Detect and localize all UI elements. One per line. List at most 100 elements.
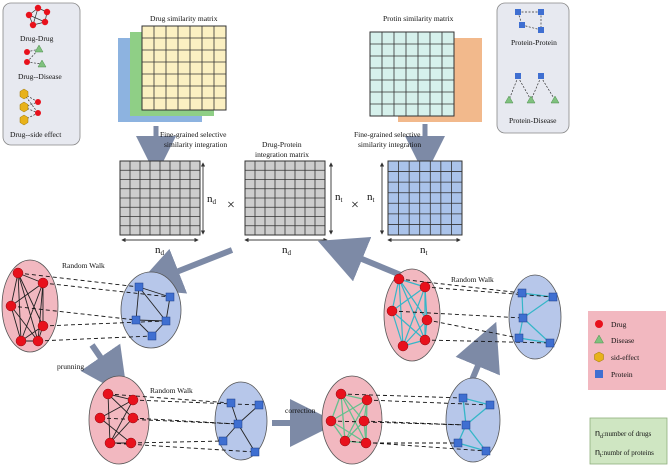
protein-node-icon [595,370,603,378]
fine-grained-right-line1: Fine-grained selective [354,130,421,139]
protein-node [518,313,528,323]
protein-node [147,331,157,341]
drug-similarity-matrix [141,25,227,111]
drug-node [419,334,431,346]
protein-node [548,292,558,302]
nt-notation: nt:numbr of proteins [595,447,654,459]
legend-disease-label: Disease [611,336,635,345]
fine-grained-left-line2: similarity integration [164,140,227,149]
drug-node [386,305,398,317]
graph-random-walk-2 [88,375,268,465]
multiply-sign-left: × [227,198,235,213]
dim-nt-left-right: nt [367,191,375,204]
drug-node [335,388,347,400]
protein-node [161,316,171,326]
integration-title-line2: integration matrix [255,150,309,159]
disease-node-icon [594,334,604,344]
drug-node [125,437,137,449]
drug-node [325,415,337,427]
fine-grained-right-line2: similarity integration [358,140,421,149]
nd-notation: nd:number of drugs [595,428,652,440]
drug-node [15,335,27,347]
random-walk-label-1: Random Walk [62,261,105,270]
protein-node [131,315,141,325]
protein-node [233,419,243,429]
drug-node [361,394,373,406]
drug-node [419,281,431,293]
protein-protein-icon [515,9,544,33]
protein-node [517,288,527,298]
protein-node [218,436,228,446]
random-walk-label-3: Random Walk [451,275,494,284]
graph-correction [321,375,501,465]
legend-protein-label: Protein [611,370,633,379]
protein-disease-icon [504,73,560,104]
drug-disease-label: Drug--Disease [18,72,62,81]
drug-relations-box: Drug-Drug Drug--Disease Drug--side effec… [2,2,81,146]
drug-node [339,435,351,447]
side-effect-node-icon [594,351,604,363]
drug-node [104,437,116,449]
protein-similarity-title: Protin similarity matrix [383,14,454,23]
legend-side-effect-label: sid-effect [611,353,640,362]
legend-drug-label: Drug [611,320,627,329]
dim-nt-right-middle: nt [335,191,343,204]
prunning-arrow [80,343,128,397]
dim-nt-bottom-right: nt [420,244,428,257]
graph-random-walk-1 [1,259,182,353]
random-walk-label-2: Random Walk [150,386,193,395]
protein-node [485,400,495,410]
drug-node [127,412,139,424]
drug-node [397,340,409,352]
drug-node [358,415,370,427]
drug-node [5,300,17,312]
drug-drug-label: Drug-Drug [20,34,54,43]
protein-protein-label: Protein-Protein [511,38,557,47]
prunning-label: prunning [57,362,84,371]
dim-nd-right-left: nd [207,193,217,206]
protein-relations-box: Protein-Protein Protein-Disease [496,2,570,134]
protein-node [250,447,260,457]
drug-disease-icon [24,44,47,68]
drug-node [12,267,24,279]
arrow-to-graph4 [455,321,500,382]
protein-node [165,292,175,302]
bipartite-graphs [1,259,562,465]
protein-node [514,333,524,343]
integration-title-line1: Drug-Protein [262,140,302,149]
fine-grained-left-line1: Fine-grained selective [160,130,227,139]
drug-node [127,394,139,406]
drug-node [393,273,405,285]
dimension-markers [121,162,461,243]
drug-similarity-stack [118,25,227,122]
drug-node [102,388,114,400]
protein-disease-label: Protein-Disease [509,116,557,125]
protein-similarity-stack [369,31,482,122]
node-type-legend: Drug Disease sid-effect Protein [588,311,666,390]
protein-node [226,398,236,408]
drug-node [37,320,49,332]
protein-node [254,400,264,410]
protein-matrix-nt [387,160,463,236]
arrow-from-graph4 [317,236,410,282]
notation-box: nd:number of drugs nt:numbr of proteins [589,417,668,465]
protein-node [453,438,463,448]
protein-node [134,282,144,292]
dim-nd-bottom-left: nd [155,244,165,257]
protein-node [458,393,468,403]
drug-side-effect-label: Drug--side effect [10,130,62,139]
drug-node [37,277,49,289]
protein-node [545,338,555,348]
drug-node [32,335,44,347]
drug-similarity-title: Drug similarity matrix [150,14,218,23]
drug-matrix-nd [119,160,201,236]
dim-nd-bottom-middle: nd [282,244,292,257]
drug-node [360,437,372,449]
protein-node [481,446,491,456]
graph-random-walk-3 [383,268,562,362]
protein-similarity-matrix [369,31,455,117]
side-effect-icon [19,88,41,126]
drug-protein-integration-matrix [244,160,326,236]
protein-node [461,420,471,430]
